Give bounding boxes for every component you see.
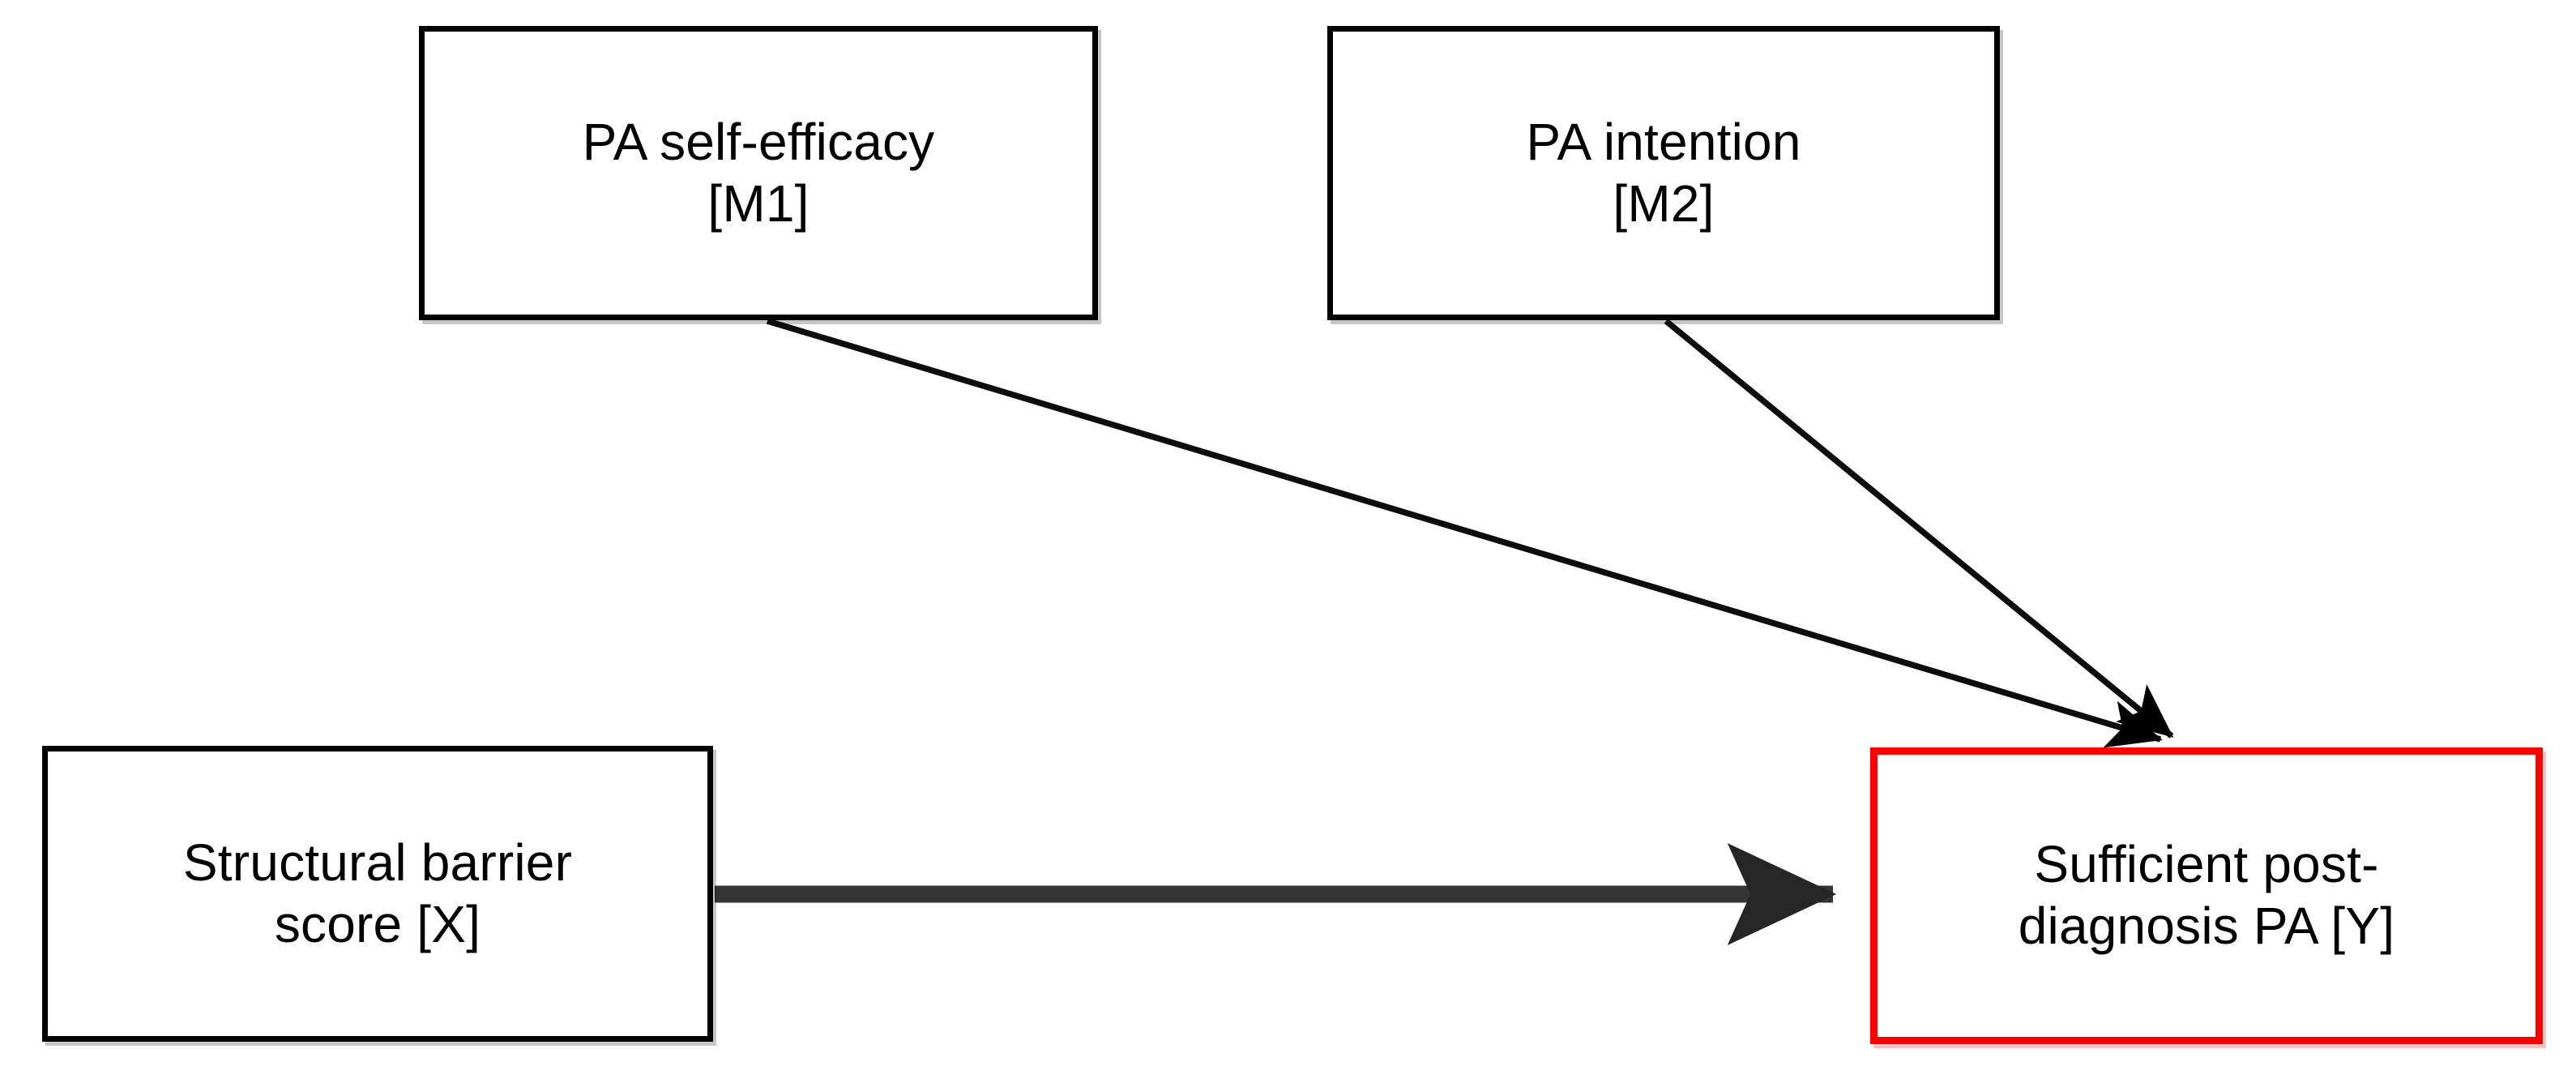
- arrow-m2-to-y: [1664, 319, 2174, 739]
- node-x-label: Structural barrier score [X]: [182, 833, 573, 953]
- node-m2-label: PA intention [M2]: [1526, 112, 1801, 233]
- node-pa-self-efficacy[interactable]: PA self-efficacy [M1]: [419, 26, 1098, 320]
- node-structural-barrier-score[interactable]: Structural barrier score [X]: [42, 746, 713, 1042]
- node-m1-label: PA self-efficacy [M1]: [582, 112, 935, 233]
- arrow-m1-to-y: [766, 318, 2163, 748]
- node-sufficient-post-diagnosis-pa[interactable]: Sufficient post- diagnosis PA [Y]: [1870, 747, 2543, 1044]
- node-y-label: Sufficient post- diagnosis PA [Y]: [2018, 835, 2395, 955]
- node-pa-intention[interactable]: PA intention [M2]: [1327, 26, 2000, 320]
